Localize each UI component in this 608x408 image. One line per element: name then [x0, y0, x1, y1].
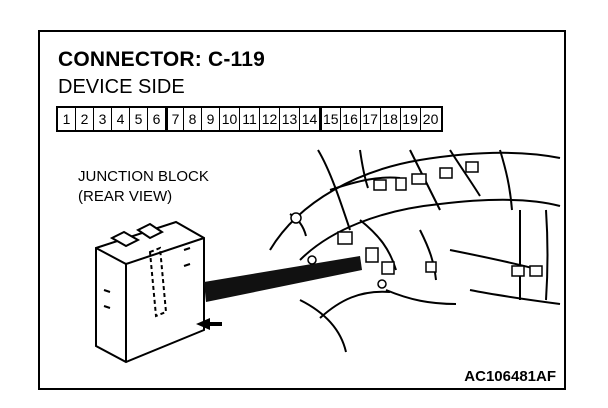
- callout-wedge: [204, 256, 362, 302]
- junction-block-title: JUNCTION BLOCK: [78, 168, 209, 185]
- diagram-frame: [38, 30, 566, 390]
- connector-pin-7: 7: [166, 108, 184, 130]
- connector-pin-3: 3: [94, 108, 112, 130]
- connector-pin-13: 13: [280, 108, 300, 130]
- connector-pin-20: 20: [422, 111, 439, 127]
- connector-side-label: DEVICE SIDE: [58, 76, 185, 98]
- connector-pin-5: 5: [130, 108, 148, 130]
- connector-pin-16: 16: [341, 108, 361, 130]
- harness-connectors: [290, 161, 543, 289]
- connector-pin-17: 17: [361, 108, 381, 130]
- connector-pin-12: 12: [260, 108, 280, 130]
- connector-pin-8: 8: [184, 108, 202, 130]
- connector-pin-19: 19: [401, 108, 421, 130]
- junction-block-label: JUNCTION BLOCK (REAR VIEW): [78, 167, 209, 207]
- connector-pin-4: 4: [112, 108, 130, 130]
- connector-pin-14: 14: [300, 108, 320, 130]
- junction-block-module: [95, 220, 205, 364]
- connector-pin-6: 6: [148, 108, 166, 130]
- connector-pin-2: 2: [76, 108, 94, 130]
- arrow-icon: [196, 318, 222, 330]
- connector-title: CONNECTOR: C-119: [58, 48, 266, 71]
- figure-id: AC106481AF: [464, 368, 556, 385]
- connector-pin-11: 11: [240, 108, 260, 130]
- connector-pin-15: 15: [320, 108, 341, 130]
- connector-pin-10: 10: [220, 108, 240, 130]
- connector-pin-9: 9: [202, 108, 220, 130]
- junction-block-view: (REAR VIEW): [78, 188, 173, 205]
- connector-pin-18: 18: [381, 108, 401, 130]
- connector-pin-1: 1: [58, 108, 76, 130]
